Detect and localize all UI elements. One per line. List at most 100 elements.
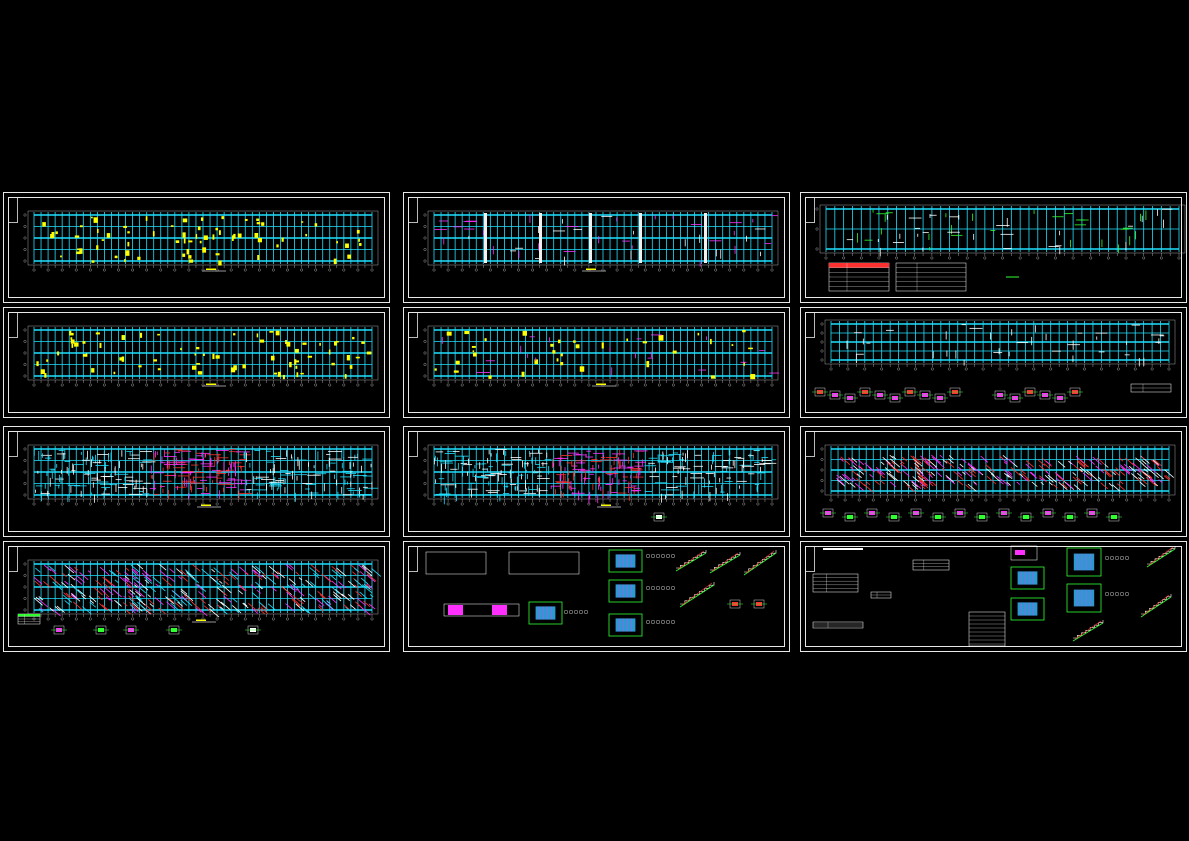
rebar-line: [889, 481, 897, 488]
rebar-line: [291, 597, 302, 607]
bubble: [1125, 555, 1130, 560]
drawing-sheet[interactable]: [3, 541, 390, 652]
rebar-line: [913, 459, 919, 465]
rebar-line: [366, 573, 377, 582]
axis-bubble: [356, 617, 360, 621]
bubble: [563, 609, 568, 614]
rebar-line: [899, 462, 904, 467]
rebar-line: [213, 567, 221, 574]
axis-bubble: [342, 383, 346, 387]
axis-bubble: [173, 268, 177, 272]
rebar-line: [159, 570, 169, 579]
axis-bubble: [300, 502, 303, 506]
rebar-line: [1072, 472, 1077, 476]
rebar-line: [285, 603, 295, 612]
axis-bubble: [23, 351, 27, 355]
drawing-sheet[interactable]: [800, 192, 1187, 303]
rebar-line: [916, 471, 921, 475]
column-mark: [285, 340, 288, 344]
axis-bubble: [446, 383, 450, 387]
rebar-line: [1055, 477, 1061, 482]
rebar-line: [953, 470, 964, 480]
axis-bubble: [23, 574, 27, 577]
rebar-line: [341, 593, 350, 602]
rebar-line: [946, 476, 956, 485]
drawing-sheet[interactable]: [403, 426, 790, 537]
column-mark: [256, 218, 260, 222]
rebar-line: [1135, 468, 1141, 473]
rebar-line: [962, 471, 966, 475]
rebar-line: [1102, 468, 1110, 475]
axis-bubble: [756, 502, 760, 506]
drawing-sheet[interactable]: [800, 426, 1187, 537]
axis-bubble: [229, 268, 233, 272]
rebar-line: [1156, 466, 1163, 471]
stair-slab: [743, 552, 777, 576]
axis-bubble: [756, 383, 760, 387]
rebar-line: [180, 590, 187, 596]
rebar-line: [1083, 462, 1089, 468]
column-mark: [157, 333, 160, 336]
axis-bubble: [815, 207, 819, 211]
rebar-line: [82, 606, 92, 615]
column-mark: [305, 233, 308, 237]
rebar-line: [166, 601, 175, 610]
drawing-sheet[interactable]: [800, 307, 1187, 418]
sheet-drawing: [423, 210, 779, 272]
drawing-sheet[interactable]: [403, 307, 790, 418]
rebar-line: [912, 476, 920, 483]
drawing-sheet[interactable]: [403, 541, 790, 652]
column-mark: [359, 243, 362, 246]
axis-bubble: [914, 367, 917, 371]
rebar-line: [1053, 484, 1058, 489]
rebar-line: [352, 571, 357, 576]
column-mark: [259, 339, 265, 343]
rebar-line: [209, 608, 220, 618]
drawing-sheet[interactable]: [403, 192, 790, 303]
axis-bubble: [686, 383, 689, 387]
rebar-line: [230, 568, 239, 576]
axis-bubble: [272, 502, 275, 506]
rebar-line: [986, 468, 995, 476]
sheet-drawing: [812, 319, 1176, 403]
column-mark: [710, 375, 716, 379]
drawing-sheet[interactable]: [800, 541, 1187, 652]
axis-bubble: [728, 383, 732, 387]
rebar-line: [848, 458, 858, 466]
rebar-marks: [243, 449, 379, 502]
axis-bubble: [46, 268, 50, 272]
rebar-line: [261, 575, 267, 580]
drawing-sheet[interactable]: [3, 426, 390, 537]
axis-bubble: [342, 268, 346, 272]
sheet-title-strip: [806, 198, 815, 223]
rebar-line: [122, 602, 128, 607]
rebar-line: [158, 585, 166, 592]
drawing-sheet[interactable]: [3, 192, 390, 303]
axis-bubble: [948, 256, 951, 260]
column-mark: [345, 243, 349, 248]
sheet-drawing: [423, 325, 780, 387]
column-mark: [233, 333, 236, 336]
rebar-line: [180, 569, 189, 578]
rebar-line: [228, 573, 236, 580]
axis-bubble: [930, 256, 934, 260]
rebar-line: [851, 477, 856, 481]
rebar-line: [915, 468, 921, 473]
rebar-line: [990, 473, 1000, 482]
drawing-sheet[interactable]: [3, 307, 390, 418]
axis-bubble: [423, 340, 427, 343]
rebar-line: [919, 479, 927, 486]
rebar-line: [209, 576, 216, 582]
rebar-line: [852, 465, 861, 473]
column-mark: [742, 330, 746, 333]
axis-bubble: [573, 502, 577, 506]
rebar-line: [254, 565, 265, 574]
column-mark: [275, 330, 280, 336]
column-mark: [182, 232, 186, 238]
axis-bubble: [23, 328, 27, 332]
bubble: [655, 586, 660, 591]
rebar-line: [328, 595, 337, 604]
rebar-line: [65, 592, 72, 599]
axis-bubble: [23, 374, 27, 378]
rebar-line: [906, 484, 916, 493]
